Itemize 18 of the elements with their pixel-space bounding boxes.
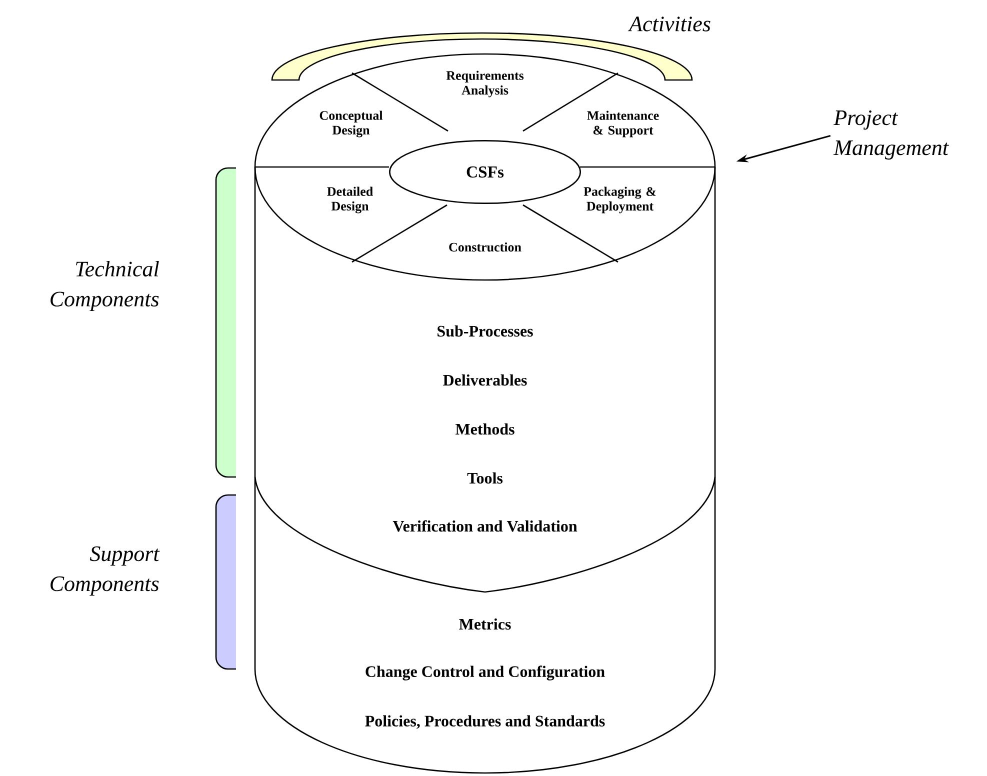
component-label: Change Control and Configuration bbox=[366, 666, 605, 680]
activity-label: Detailed Design bbox=[327, 186, 373, 214]
activity-label: Maintenance & Support bbox=[587, 110, 659, 138]
activity-label: Requirements Analysis bbox=[446, 70, 524, 98]
component-label: Verification and Validation bbox=[392, 520, 578, 532]
callout-text: Project Management bbox=[833, 110, 949, 160]
side-label: Support Components bbox=[50, 546, 160, 596]
activity-label: Packaging & Deployment bbox=[584, 186, 656, 214]
component-label: Policies, Procedures and Standards bbox=[365, 715, 605, 729]
activity-label: Conceptual Design bbox=[320, 110, 383, 138]
activity-label: Construction bbox=[449, 242, 522, 252]
component-label: Tools bbox=[467, 472, 503, 484]
side-label: Technical Components bbox=[50, 261, 159, 311]
component-label: Sub-Processes bbox=[438, 325, 533, 337]
component-label: Metrics bbox=[459, 618, 511, 630]
component-label: Methods bbox=[456, 423, 514, 435]
side-label: Activities bbox=[628, 16, 710, 32]
component-label: Deliverables bbox=[443, 374, 527, 386]
